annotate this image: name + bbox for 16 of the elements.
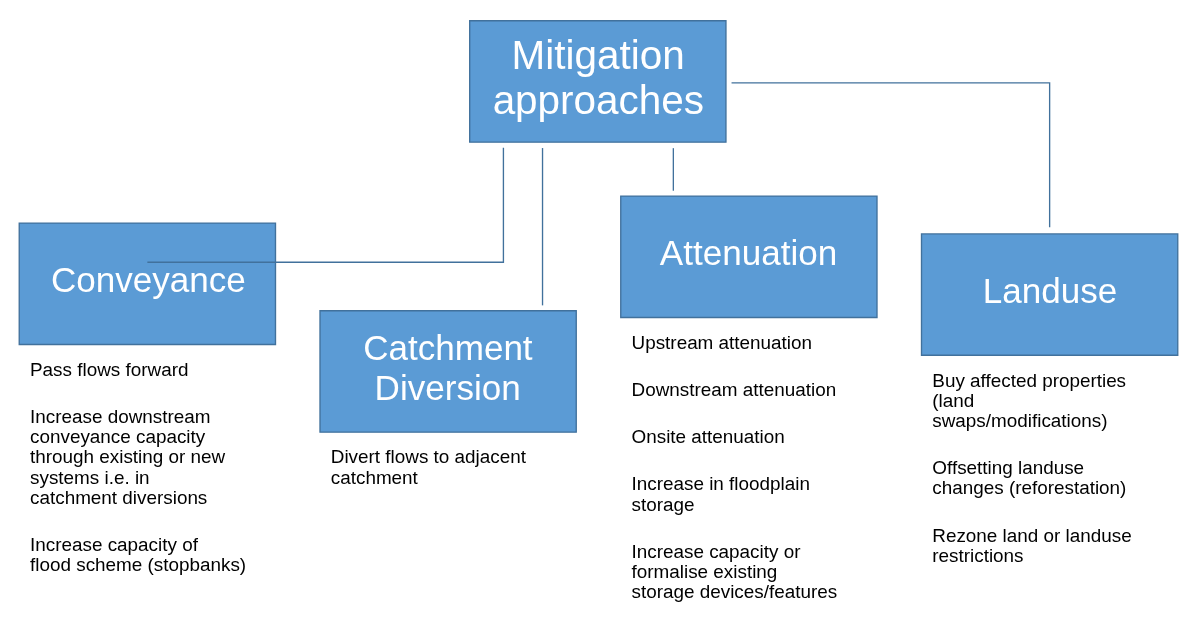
connector <box>146 146 505 263</box>
node-label: Divert flows to adjacent catchment <box>330 445 526 488</box>
node-label: Onsite attenuation <box>631 425 785 447</box>
connector <box>672 147 675 191</box>
node-label: Upstream attenuation <box>631 331 813 353</box>
node-label: Increase capacity of flood scheme (stopbanks) <box>30 533 247 575</box>
node-label: Increase in floodplain storage <box>631 472 810 515</box>
node-label: Increase downstream conveyance capacity through existing or new systems i.e. in catchment diversions <box>30 405 226 508</box>
node-label: Buy affected properties (land swaps/modifications) <box>932 369 1127 431</box>
node-label: Offsetting landuse changes (reforestation) <box>932 456 1127 498</box>
node-label: Pass flows forward <box>30 358 189 380</box>
connector <box>730 81 1051 228</box>
node-label: Increase capacity or formalise existing storage devices/features <box>631 540 838 602</box>
node-label: Rezone land or landuse restrictions <box>932 524 1132 566</box>
connector <box>541 146 544 306</box>
node-label: Downstream attenuation <box>631 378 837 400</box>
